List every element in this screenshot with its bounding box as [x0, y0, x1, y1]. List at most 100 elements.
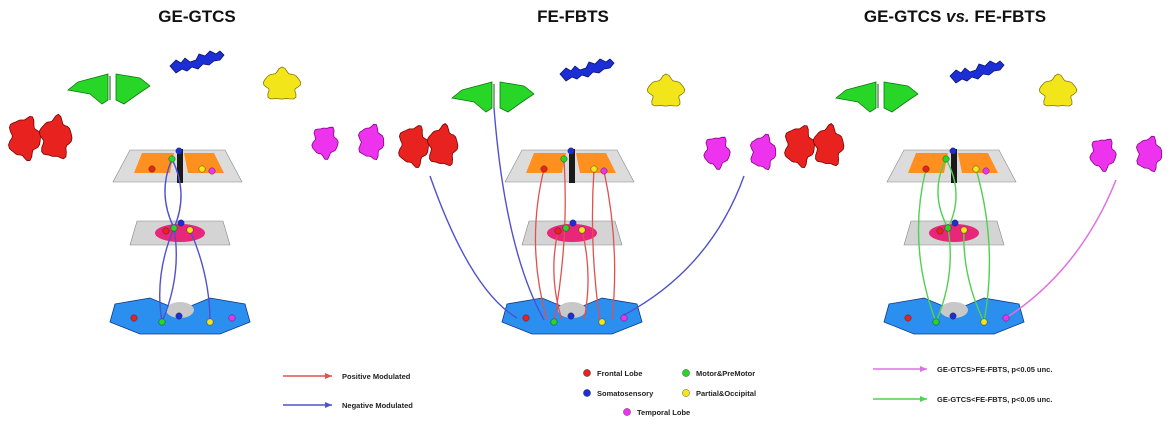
legend-temporal-dot	[623, 408, 631, 416]
right-green-edge-3	[935, 227, 951, 323]
middle-red-edge-4	[553, 230, 563, 321]
middle-frontal-right-hemisphere	[427, 122, 459, 167]
middle-midline	[569, 149, 575, 183]
left-node-9	[158, 318, 166, 326]
right-node-11	[980, 318, 988, 326]
middle-red-edge-2	[591, 168, 601, 323]
middle-motor-right	[499, 81, 535, 113]
panel-title-comparison: GE-GTCS vs. FE-FBTS	[864, 7, 1046, 26]
left-node-2	[198, 165, 206, 173]
left-node-11	[206, 318, 214, 326]
right-node-2	[972, 165, 980, 173]
left-node-12	[130, 314, 138, 322]
left-edge-1	[171, 158, 182, 229]
left-edge-2	[159, 227, 175, 323]
left-node-4	[208, 167, 216, 175]
middle-brainstem	[558, 302, 586, 318]
left-parietal-region	[262, 66, 302, 100]
right-thalamus	[929, 224, 979, 242]
middle-node-2	[590, 165, 598, 173]
left-thalamus	[155, 224, 205, 242]
left-temporal-right	[357, 123, 385, 161]
right-parietal-region	[1038, 73, 1078, 107]
legend-positive-label: Positive Modulated	[342, 372, 411, 381]
left-edge-3	[161, 227, 177, 323]
left-frontal-left-hemisphere	[8, 115, 41, 162]
middle-node-12	[522, 314, 530, 322]
right-green-edge-4	[963, 229, 985, 323]
middle-frontal-left-hemisphere	[398, 125, 429, 168]
legend-regions: Frontal Lobe Motor&PreMotor Somatosensor…	[583, 369, 756, 417]
left-midline	[177, 149, 183, 183]
left-somato-region	[169, 50, 225, 74]
right-temporal-left	[1089, 138, 1117, 172]
left-node-7	[186, 226, 194, 234]
panel-fe-fbts	[398, 58, 777, 335]
middle-motor-left	[451, 81, 493, 113]
middle-node-5	[562, 224, 570, 232]
right-node-0	[942, 155, 950, 163]
left-temporal-left	[311, 126, 339, 160]
middle-node-9	[550, 318, 558, 326]
right-node-8	[936, 227, 944, 235]
left-brainstem	[166, 302, 194, 318]
middle-red-edge-5	[581, 229, 589, 321]
middle-node-10	[567, 312, 575, 320]
left-node-6	[177, 219, 185, 227]
right-green-edge-1	[945, 158, 957, 229]
right-green-edge-5	[975, 168, 991, 323]
legend-frontal-dot	[583, 369, 591, 377]
left-node-1	[175, 147, 183, 155]
left-node-5	[170, 224, 178, 232]
legend-less-label: GE-GTCS<FE-FBTS, p<0.05 unc.	[937, 395, 1052, 404]
right-green-edge-0	[937, 158, 949, 229]
right-node-10	[949, 312, 957, 320]
right-node-7	[960, 226, 968, 234]
middle-cortex-right	[576, 153, 616, 173]
legend-motor-dot	[682, 369, 690, 377]
right-green-edge-2	[917, 168, 937, 323]
right-cortex-right	[958, 153, 998, 173]
middle-node-0	[560, 155, 568, 163]
left-node-0	[168, 155, 176, 163]
middle-edge-motor	[493, 107, 545, 321]
right-cortex-left	[908, 153, 948, 173]
right-node-13	[1002, 314, 1010, 322]
middle-node-3	[540, 165, 548, 173]
middle-node-8	[554, 227, 562, 235]
legend-modulation: Positive Modulated Negative Modulated	[283, 372, 413, 410]
right-node-4	[982, 167, 990, 175]
right-node-1	[949, 147, 957, 155]
middle-edge-temporal	[621, 175, 745, 317]
left-edge-0	[164, 158, 175, 229]
left-cortex-left	[134, 153, 174, 173]
right-magenta-edge	[1005, 179, 1117, 319]
left-node-8	[162, 227, 170, 235]
middle-somato-region	[559, 58, 615, 82]
legend-parietal-dot	[682, 389, 690, 397]
panel-comparison	[784, 60, 1163, 335]
middle-node-7	[578, 226, 586, 234]
legend-frontal-label: Frontal Lobe	[597, 369, 642, 378]
right-node-9	[932, 318, 940, 326]
middle-node-4	[600, 167, 608, 175]
legend-temporal-label: Temporal Lobe	[637, 408, 690, 417]
right-node-3	[922, 165, 930, 173]
middle-red-edge-3	[603, 170, 616, 321]
panel-title-fe-fbts: FE-FBTS	[537, 7, 609, 26]
legend-somato-dot	[583, 389, 591, 397]
right-midline	[951, 149, 957, 183]
legend-negative-label: Negative Modulated	[342, 401, 413, 410]
panel-ge-gtcs	[8, 50, 385, 335]
middle-edge-frontal	[429, 175, 518, 319]
left-motor-left	[67, 73, 109, 105]
left-edge-4	[189, 229, 211, 323]
middle-parietal-region	[646, 73, 686, 107]
middle-thalamus	[547, 224, 597, 242]
right-node-6	[951, 219, 959, 227]
left-node-3	[148, 165, 156, 173]
left-frontal-right-hemisphere	[39, 113, 73, 160]
right-node-5	[944, 224, 952, 232]
middle-node-13	[620, 314, 628, 322]
